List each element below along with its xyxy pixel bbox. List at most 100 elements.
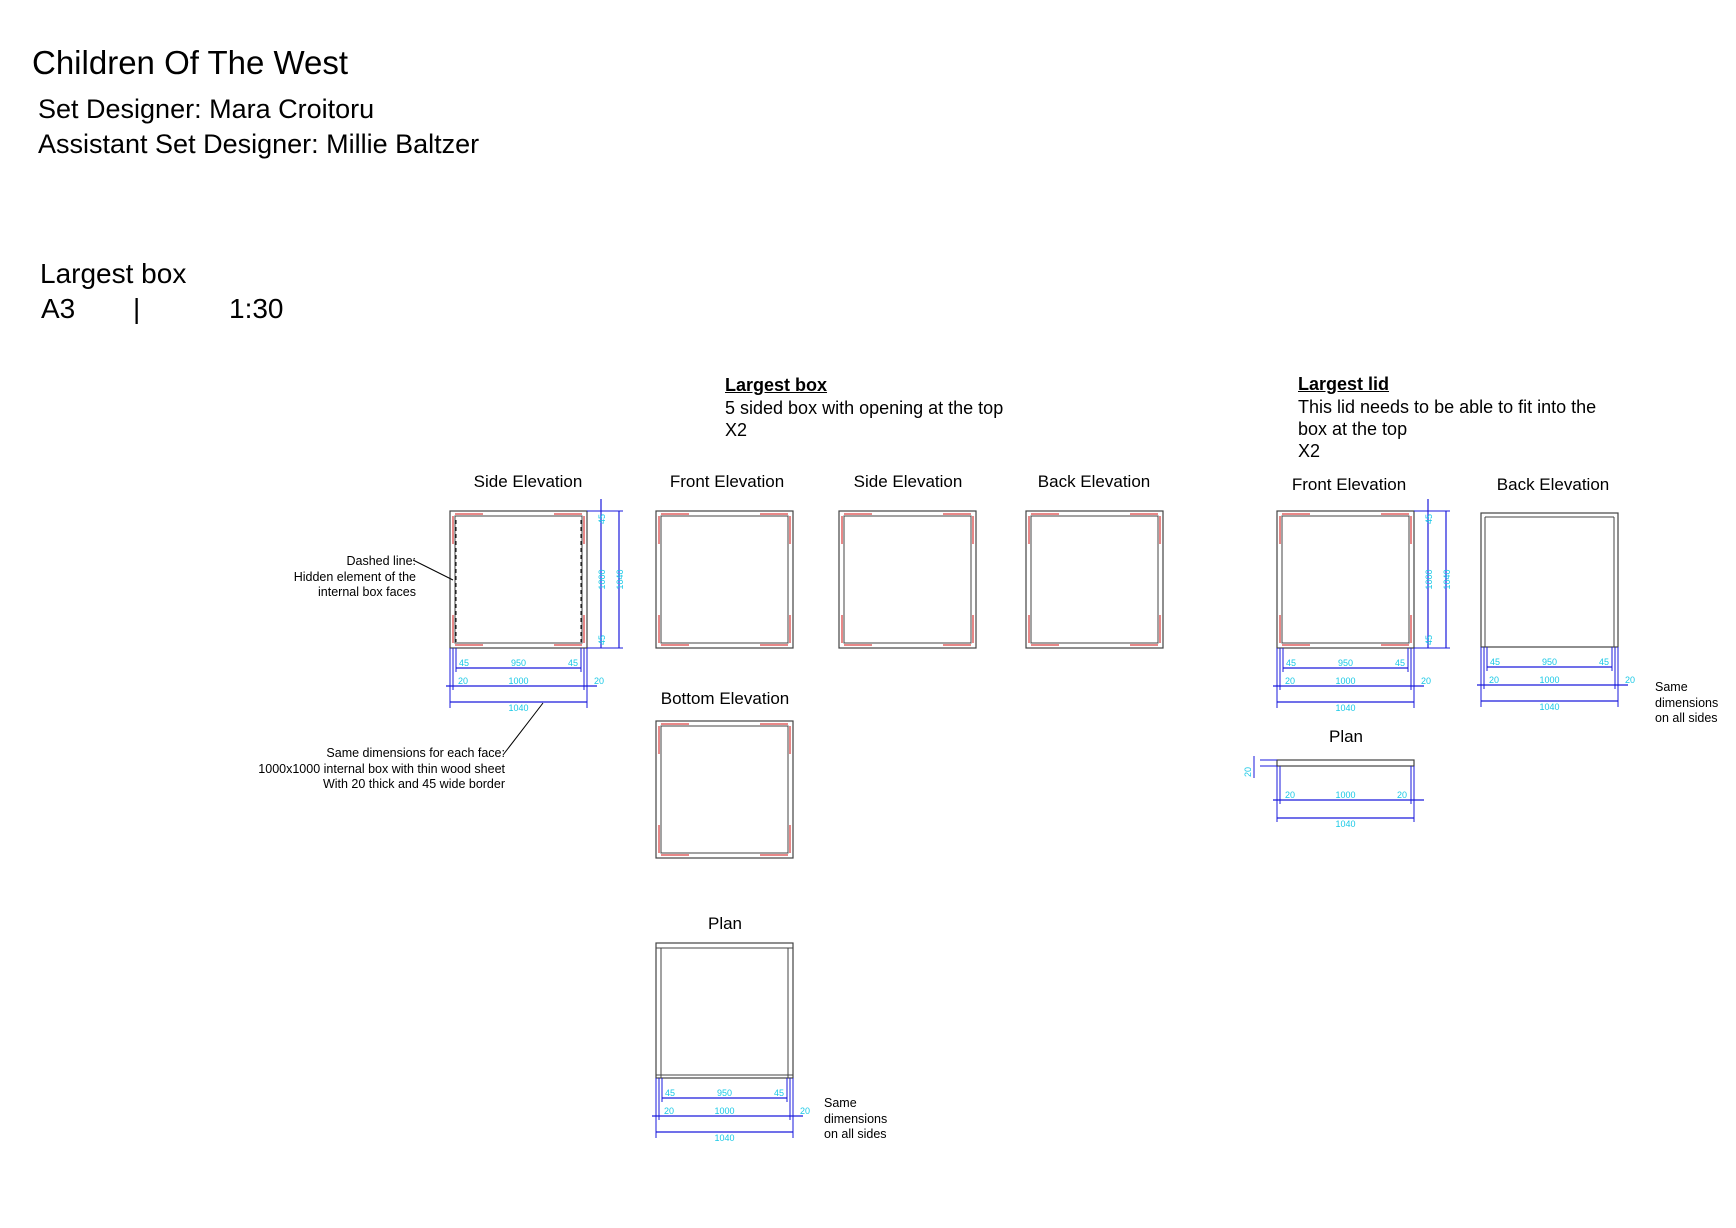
lid-section-description-2: box at the top: [1298, 419, 1408, 439]
lid-plan-thickness-text: 20: [1243, 767, 1253, 777]
lid-back-dims-internal-text: 1000: [1539, 675, 1559, 685]
box-plan-outer: [655, 942, 794, 1079]
lid-front-vertical-dims-overall-text: 1040: [1442, 569, 1452, 589]
lid-plan-view: 20 20 1000 20 1040: [1243, 756, 1424, 829]
lid-section-quantity: X2: [1298, 441, 1321, 461]
lid-same-sides-note: Same dimensions on all sides: [1655, 680, 1718, 727]
lid-back-dims-border-text: 45: [1599, 657, 1609, 667]
box-section-heading: Largest box: [725, 375, 828, 395]
box-side-horizontal-dims-panel-text: 950: [511, 658, 526, 668]
box-plan-dims-panel-text: 950: [717, 1088, 732, 1098]
lid-front-horizontal-dims-overall-text: 1040: [1335, 703, 1355, 713]
lid-plan-overall-text: 1040: [1335, 819, 1355, 829]
box-plan-same-sides-note: Same dimensions on all sides: [824, 1096, 887, 1143]
lid-front-elevation-label: Front Elevation: [1291, 475, 1407, 494]
set-designer-credit: Set Designer: Mara Croitoru: [38, 94, 375, 124]
box-plan-note-line-3: on all sides: [824, 1127, 887, 1141]
box-back-elevation: [1025, 510, 1164, 649]
box-plan-label: Plan: [707, 914, 743, 933]
box-section-quantity: X2: [725, 420, 748, 440]
lid-section-heading: Largest lid: [1298, 374, 1390, 394]
box-back-elevation-outer: [1025, 510, 1164, 649]
box-plan-dims-overall-text: 1040: [714, 1133, 734, 1143]
box-front-elevation-outer: [655, 510, 794, 649]
box-side-elevation-inner: [454, 515, 583, 644]
box-front-elevation: [655, 510, 794, 649]
dimension-lines: 45 1000 45 1040 45 950 45 20 1000 20 1040 45 950 45 20…: [446, 499, 1635, 1143]
box-side-elevation: [449, 510, 588, 649]
lid-plan-thickness-text: 20: [1285, 790, 1295, 800]
sheet-separator: |: [133, 293, 141, 324]
dashed-line-note-line-2: Hidden element of the: [293, 569, 416, 584]
dashed-line-note-line-1: Dashed line:: [346, 554, 417, 568]
box-back-elevation-label: Back Elevation: [1037, 472, 1151, 491]
elevation-views: 20 20 1000 20 1040: [449, 510, 1619, 1079]
lid-front-horizontal-dims-thickness-text: 20: [1285, 676, 1295, 686]
lid-front-vertical-dims-border-text: 45: [1424, 514, 1434, 524]
lid-front-horizontal-dims-border-text: 45: [1395, 658, 1405, 668]
dashed-note-leader: [412, 559, 454, 581]
dashed-line-note: Dashed line: Hidden element of the inter…: [294, 554, 416, 601]
box-side-elevation-2: [838, 510, 977, 649]
lid-front-vertical-dims-border-text: 45: [1424, 635, 1434, 645]
box-side-horizontal-dims-overall-text: 1040: [508, 703, 528, 713]
box-side-horizontal-dims-border-text: 45: [459, 658, 469, 668]
box-side-elevation-outer: [449, 510, 588, 649]
face-note-leader: [502, 702, 544, 756]
dashed-line-note-line-3: internal box faces: [318, 585, 416, 599]
box-side-vertical-dims-border-text: 45: [597, 635, 607, 645]
lid-front-vertical-dims-internal-text: 1000: [1424, 569, 1434, 589]
box-section-description: 5 sided box with opening at the top: [725, 398, 1004, 418]
lid-plan-label: Plan: [1328, 727, 1364, 746]
lid-back-dims-thickness-text: 20: [1625, 675, 1635, 685]
lid-note-line-2: dimensions: [1655, 695, 1719, 710]
lid-plan-thickness-text: 20: [1397, 790, 1407, 800]
box-side-vertical-dims-overall-text: 1040: [615, 569, 625, 589]
drawing-title: Children Of The West: [32, 44, 349, 81]
box-bottom-elevation: [655, 720, 794, 859]
box-side-elevation-2-label: Side Elevation: [853, 472, 963, 491]
drawing-scale: 1:30: [229, 293, 284, 324]
lid-front-elevation-inner: [1281, 515, 1410, 644]
box-side-elevation-2-inner: [843, 515, 972, 644]
box-side-elevation-2-outer: [838, 510, 977, 649]
lid-front-elevation: [1276, 510, 1415, 649]
box-plan-dims-internal-text: 1000: [714, 1106, 734, 1116]
box-front-elevation-inner: [660, 515, 789, 644]
lid-front-horizontal-dims-internal-text: 1000: [1335, 676, 1355, 686]
box-side-horizontal-dims-thickness-text: 20: [594, 676, 604, 686]
face-dimensions-note-line-3: With 20 thick and 45 wide border: [322, 777, 505, 791]
lid-back-dims-panel-text: 950: [1542, 657, 1557, 667]
leader-lines: [412, 559, 544, 756]
lid-back-outer: [1480, 512, 1619, 648]
assistant-designer-credit: Assistant Set Designer: Millie Baltzer: [38, 129, 480, 159]
lid-back-dims-overall-text: 1040: [1539, 702, 1559, 712]
box-bottom-elevation-outer: [655, 720, 794, 859]
box-side-vertical-dims-border-text: 45: [597, 514, 607, 524]
lid-back-elevation: [1480, 512, 1619, 648]
box-front-elevation-label: Front Elevation: [669, 472, 785, 491]
paper-size: A3: [41, 293, 76, 324]
sheet-title: Largest box: [40, 258, 187, 289]
lid-section-description-1: This lid needs to be able to fit into th…: [1298, 397, 1597, 417]
lid-note-line-3: on all sides: [1655, 711, 1718, 725]
lid-plan-internal-text: 1000: [1335, 790, 1355, 800]
face-dimensions-note-line-2: 1000x1000 internal box with thin wood sh…: [258, 761, 505, 776]
face-dimensions-note: Same dimensions for each face: 1000x1000…: [258, 746, 505, 793]
box-bottom-elevation-label: Bottom Elevation: [660, 689, 790, 708]
box-side-elevation-label: Side Elevation: [473, 472, 583, 491]
box-plan-note-line-2: dimensions: [824, 1111, 888, 1126]
lid-note-line-1: Same: [1655, 680, 1688, 694]
box-back-elevation-inner: [1030, 515, 1159, 644]
lid-front-horizontal-dims-thickness-text: 20: [1421, 676, 1431, 686]
box-bottom-elevation-inner: [660, 725, 789, 854]
lid-front-horizontal-dims-border-text: 45: [1286, 658, 1296, 668]
lid-front-elevation-outer: [1276, 510, 1415, 649]
box-plan-dims-thickness-text: 20: [664, 1106, 674, 1116]
lid-back-dims-thickness-text: 20: [1489, 675, 1499, 685]
